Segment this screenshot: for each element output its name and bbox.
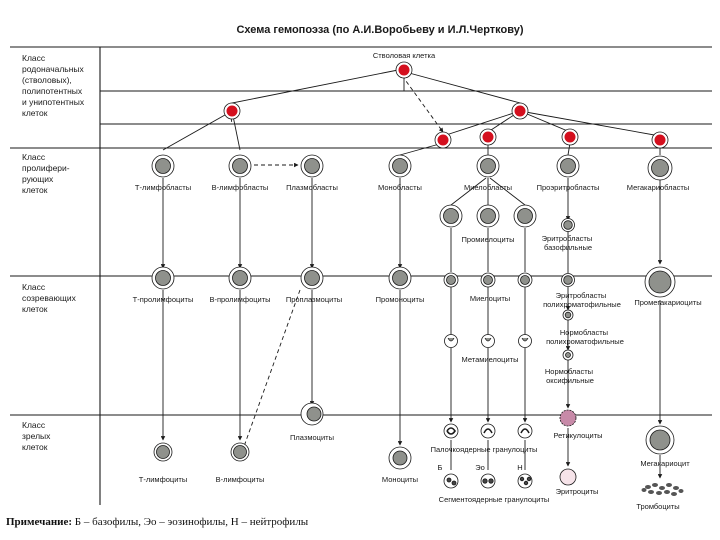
label-metamyelocytes: Метамиелоциты (462, 355, 519, 364)
label-t-lymphocytes: Т-лимфоциты (139, 475, 187, 484)
metamyelocyte-cells (444, 309, 574, 361)
label-normoblasts-oxy: Нормобласты оксифильные (545, 367, 595, 385)
label-monocytes: Моноциты (382, 475, 418, 484)
promyelocyte-cells (439, 204, 575, 232)
label-b-prolymphocytes: В-пролимфоциты (209, 295, 270, 304)
band-granulocyte-b-cell (443, 423, 459, 439)
class-label-stem: Класс родоначальных (стволовых), полипот… (22, 53, 87, 118)
letter-basophil: Б (438, 463, 443, 472)
label-erythrocytes: Эритроциты (556, 487, 599, 496)
label-b-lymphocytes: В-лимфоциты (216, 475, 265, 484)
cell-labels: Стволовая клетка Т-лимфобласты В-лимфобл… (133, 51, 702, 511)
diagram-title: Схема гемопоэза (по А.И.Воробьеву и И.Л.… (236, 24, 523, 36)
label-platelets: Тромбоциты (636, 502, 679, 511)
class-label-proliferating: Класс пролифери- рующих клеток (22, 152, 72, 195)
class-label-maturing: Класс созревающих клеток (22, 282, 78, 314)
label-segmented-granulocytes: Сегментоядерные гранулоциты (439, 495, 550, 504)
label-megakaryoblasts: Мегакариобласты (627, 183, 689, 192)
label-band-granulocytes: Палочкоядерные гранулоциты (431, 445, 538, 454)
footnote-prefix: Примечание: (6, 516, 73, 528)
label-normoblasts-poly: Нормобласты полихроматофильные (546, 328, 624, 346)
mature-cells (153, 402, 675, 489)
dashed-connections (229, 69, 444, 453)
label-monoblasts: Монобласты (378, 183, 422, 192)
blast-cells (151, 154, 673, 181)
reticulocyte-cell (559, 409, 577, 427)
letter-eosinophil: Эо (475, 463, 485, 472)
letter-neutrophil: Н (517, 463, 522, 472)
label-proplasmocytes: Проплазмоциты (286, 295, 342, 304)
label-reticulocytes: Ретикулоциты (553, 431, 602, 440)
platelets-cluster (641, 483, 684, 496)
label-promegakaryocytes: Промегакариоциты (634, 298, 701, 307)
footnote: Примечание: Б – базофилы, Эо – эозинофил… (6, 516, 706, 528)
label-proerythroblasts: Проэритробласты (537, 183, 600, 192)
class-dividers (10, 46, 712, 505)
class-label-mature: Класс зрелых клеток (22, 420, 53, 452)
band-granulocyte-n-cell (517, 423, 533, 439)
maturing-cells (151, 266, 676, 298)
label-t-prolymphocytes: Т-пролимфоциты (133, 295, 194, 304)
label-promyelocytes: Промиелоциты (462, 235, 515, 244)
label-erythroblasts-basophilic: Эритробласты базофильные (542, 234, 595, 252)
label-stem-cell: Стволовая клетка (373, 51, 436, 60)
label-myeloblasts: Миелобласты (464, 183, 512, 192)
label-myelocytes: Миелоциты (470, 294, 510, 303)
label-erythroblasts-poly: Эритробласты полихроматофильные (543, 291, 621, 309)
erythrocyte-cell (559, 468, 577, 486)
label-b-lymphoblasts: В-лимфобласты (212, 183, 269, 192)
label-plasmocytes: Плазмоциты (290, 433, 334, 442)
footnote-text: Б – базофилы, Эо – эозинофилы, Н – нейтр… (72, 516, 309, 528)
segmented-granulocyte-eo-cell (480, 473, 496, 489)
label-promonocytes: Промоноциты (376, 295, 425, 304)
stem-cells (223, 61, 669, 149)
label-plasmoblasts: Плазмобласты (286, 183, 338, 192)
band-granulocyte-eo-cell (480, 423, 496, 439)
label-t-lymphoblasts: Т-лимфобласты (135, 183, 191, 192)
label-megakaryocyte: Мегакариоцит (640, 459, 690, 468)
